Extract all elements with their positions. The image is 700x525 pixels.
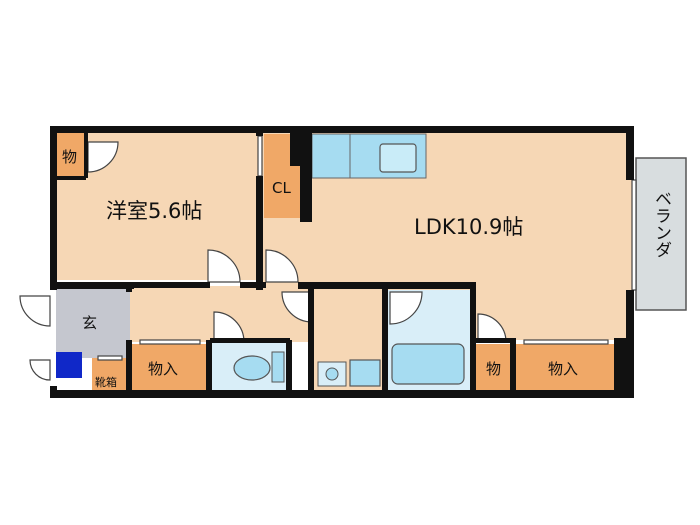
storage-hall-label: 物入 [148,360,178,378]
storage-hall [132,344,206,390]
storage-top-left [56,132,86,178]
storage-right-label: 物入 [548,360,578,378]
shoe-box-label: 靴箱 [95,375,117,389]
storage-small-right [474,344,514,390]
storage-top-left-label: 物 [62,148,77,166]
bathtub [391,343,465,385]
toilet-bowl [233,355,271,381]
kitchen-sink [379,143,417,173]
ldk-label: LDK10.9帖 [414,215,523,239]
storage-right [516,344,614,390]
toilet-tank [271,351,285,383]
closet-cl-label: CL [272,179,291,197]
walls [50,126,634,398]
entrance-label: 玄 [82,314,97,332]
balcony-area [635,157,687,311]
washer-drain [325,367,339,381]
balcony-label: ベランダ [651,190,671,258]
shoe-box [92,358,128,390]
washbasin [349,359,381,387]
entrance-floor [56,286,130,358]
western-room-label: 洋室5.6帖 [106,199,202,223]
storage-small-right-label: 物 [486,360,501,378]
door-swings [19,141,507,381]
meter-box [56,352,82,378]
